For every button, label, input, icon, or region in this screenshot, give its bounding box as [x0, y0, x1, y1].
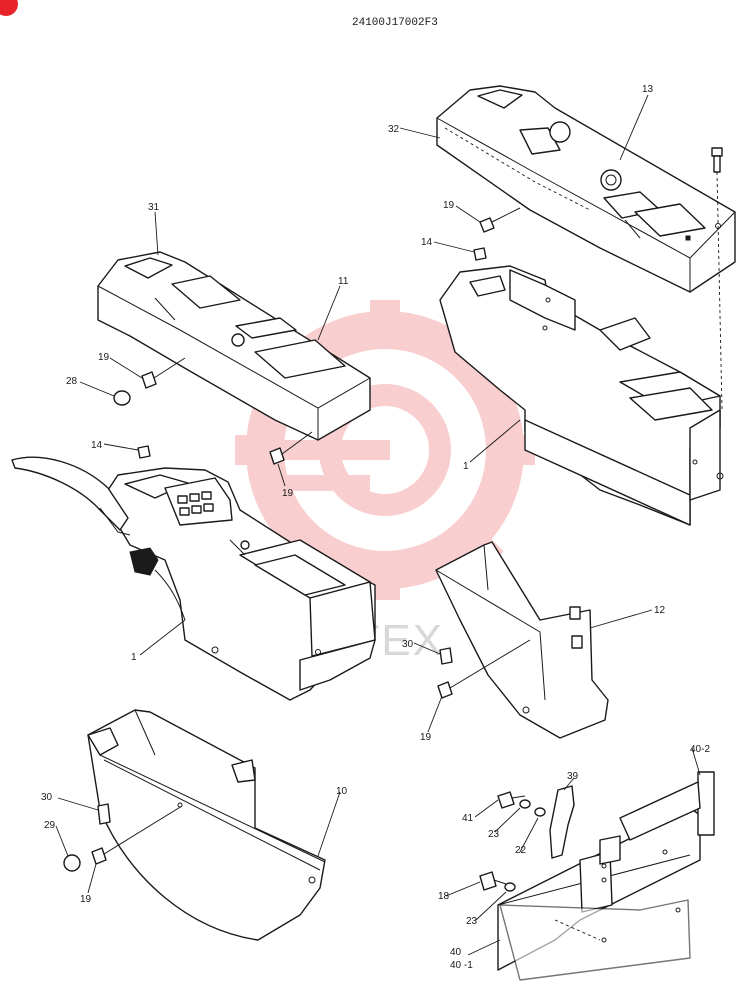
- part-40-bracket-assembly: [497, 771, 715, 981]
- bolt-18-icon: [479, 871, 507, 891]
- callout-22: 22: [515, 845, 527, 856]
- callout-40-2: 40-2: [690, 744, 710, 755]
- callout-41: 41: [462, 813, 474, 824]
- callout-19: 19: [80, 894, 92, 905]
- callout-1: 1: [463, 461, 469, 472]
- part-39-clip-icon: [549, 785, 575, 859]
- nut-14-icon: [473, 247, 487, 261]
- callout-13: 13: [642, 84, 654, 95]
- callout-10: 10: [336, 786, 348, 797]
- callout-30: 30: [41, 792, 53, 803]
- callout-19: 19: [282, 488, 294, 499]
- bolt-30-icon: [97, 803, 111, 825]
- washer-22-icon: [534, 807, 546, 817]
- bolt-19-icon: [269, 431, 313, 465]
- washer-23-icon: [519, 799, 531, 809]
- callout-19: 19: [420, 732, 432, 743]
- leader-lines: [55, 94, 701, 956]
- part-13-console-cover: [436, 85, 736, 293]
- callout-18: 18: [438, 891, 450, 902]
- part-10-lower-panel: [87, 709, 326, 941]
- callout-12: 12: [654, 605, 666, 616]
- drawing-code: 24100J17002F3: [352, 17, 438, 29]
- callout-14: 14: [421, 237, 433, 248]
- knob-29-icon: [63, 854, 81, 872]
- washer-23-icon: [504, 882, 516, 892]
- callout-32: 32: [388, 124, 400, 135]
- callout-14: 14: [91, 440, 103, 451]
- callout-30: 30: [402, 639, 414, 650]
- callout-23: 23: [488, 829, 500, 840]
- callout-31: 31: [148, 202, 160, 213]
- nut-14-icon: [137, 445, 151, 459]
- callout-39: 39: [567, 771, 579, 782]
- callout-19: 19: [443, 200, 455, 211]
- part-11-console-top: [97, 251, 371, 441]
- hand-lever-icon: [11, 456, 131, 536]
- callout-19: 19: [98, 352, 110, 363]
- callout-29: 29: [44, 820, 56, 831]
- callout-40-1: 40 -1: [450, 960, 473, 971]
- callout-11: 11: [338, 276, 349, 287]
- callout-1: 1: [131, 652, 137, 663]
- callout-40: 40: [450, 947, 462, 958]
- bolt-19-icon: [479, 207, 521, 233]
- callout-labels: 13 32 19 14 31 11 19 28 14 19 1 1 12 30 …: [41, 84, 710, 971]
- bolt-19-icon: [437, 639, 531, 699]
- callout-23: 23: [466, 916, 478, 927]
- knob-28-icon: [113, 390, 131, 406]
- part-12-side-panel: [435, 541, 609, 739]
- part-1-console-frame-upper: [439, 265, 724, 526]
- bolt-30-icon: [439, 647, 453, 665]
- bolt-41-icon: [497, 791, 526, 809]
- bolt-19-icon: [141, 357, 186, 389]
- bolt-19-icon: [91, 805, 183, 865]
- corner-badge-icon: [0, 0, 18, 16]
- bolt-icon: [711, 147, 723, 411]
- part-1-console-body-left: [107, 467, 376, 701]
- callout-28: 28: [66, 376, 78, 387]
